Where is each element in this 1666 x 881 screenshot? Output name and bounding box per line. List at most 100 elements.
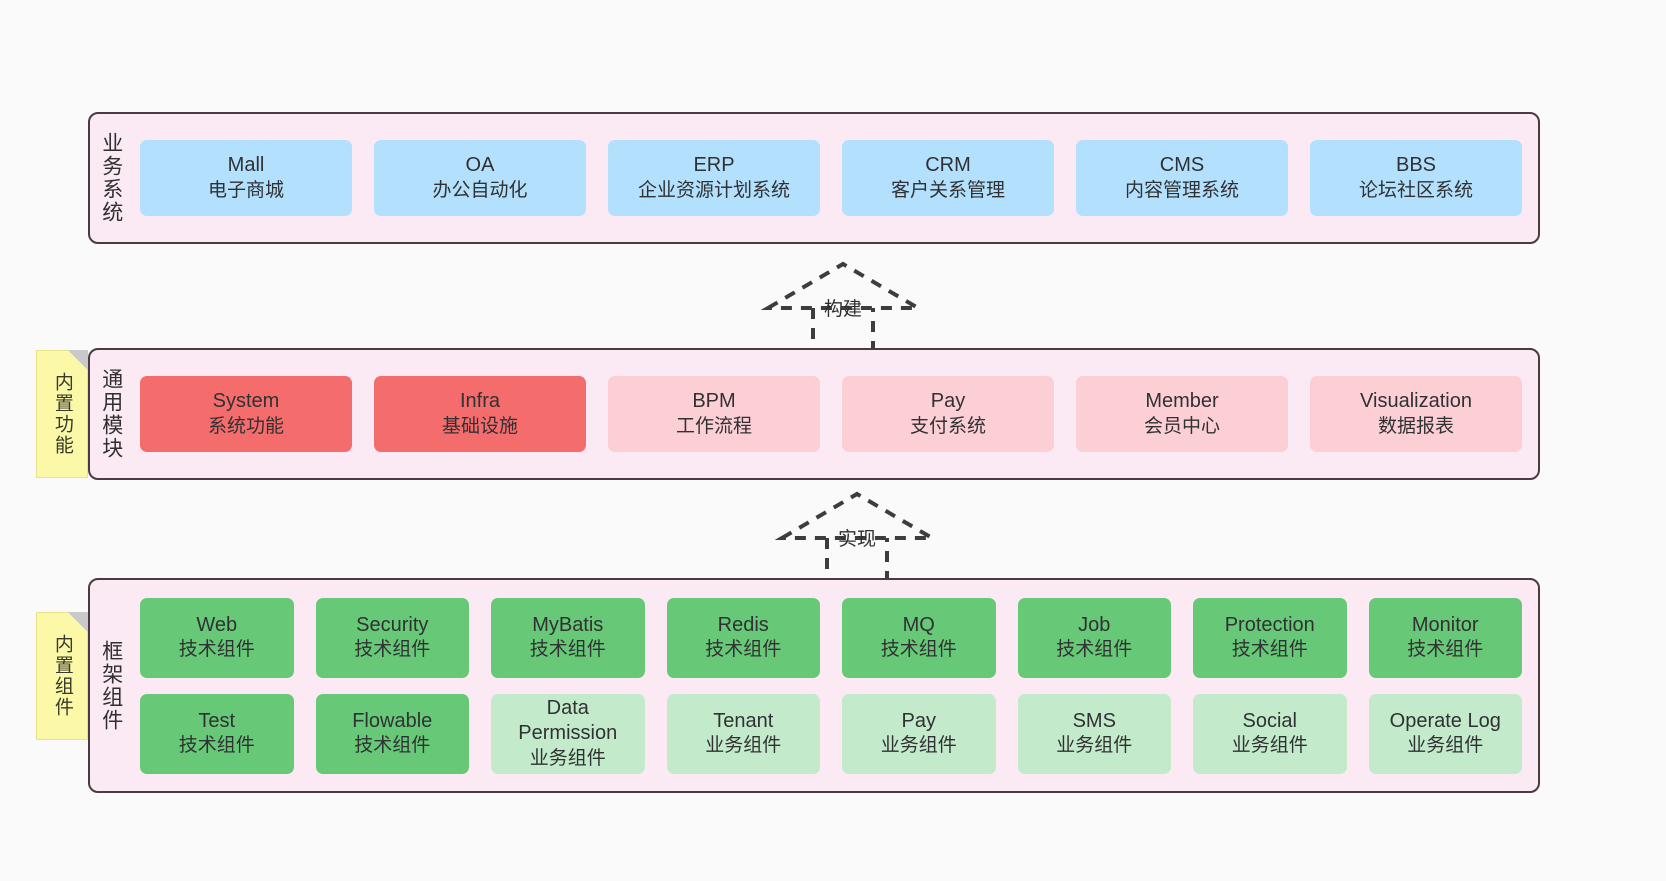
card-infra[interactable]: Infra 基础设施 [374, 376, 586, 452]
card-security[interactable]: Security 技术组件 [315, 597, 469, 678]
card-bpm[interactable]: BPM 工作流程 [608, 376, 820, 452]
card-bbs[interactable]: BBS 论坛社区系统 [1310, 140, 1522, 216]
card-crm[interactable]: CRM 客户关系管理 [842, 140, 1054, 216]
card-mall[interactable]: Mall 电子商城 [140, 140, 352, 216]
card-title: Data Permission [518, 696, 618, 745]
card-subtitle: 客户关系管理 [890, 179, 1005, 201]
layer-body-common-modules: System 系统功能 Infra 基础设施 BPM 工作流程 Pay 支付系统… [132, 350, 1538, 478]
card-subtitle: 办公自动化 [432, 179, 528, 201]
card-subtitle: 内容管理系统 [1124, 179, 1239, 201]
card-title: System [212, 390, 280, 413]
card-title: OA [465, 154, 495, 177]
card-subtitle: 基础设施 [441, 415, 518, 437]
card-title: MQ [902, 613, 935, 636]
layer-title-business-system: 业务系统 [99, 132, 123, 224]
card-title: Mall [227, 154, 265, 177]
card-title: BPM [692, 390, 736, 413]
card-system[interactable]: System 系统功能 [140, 376, 352, 452]
card-subtitle: 会员中心 [1143, 415, 1220, 437]
card-cms[interactable]: CMS 内容管理系统 [1076, 140, 1288, 216]
row-tech-components: Web 技术组件 Security 技术组件 MyBatis 技术组件 Redi… [140, 597, 1522, 678]
card-monitor[interactable]: Monitor 技术组件 [1368, 597, 1522, 678]
row-business-components: Test 技术组件 Flowable 技术组件 Data Permission … [140, 693, 1522, 774]
card-subtitle: 技术组件 [354, 639, 431, 661]
card-title: MyBatis [532, 613, 604, 636]
card-title: Security [356, 613, 429, 636]
layer-framework-components: 框架组件 Web 技术组件 Security 技术组件 MyBatis 技术组件… [88, 578, 1540, 793]
card-title: Flowable [352, 709, 433, 732]
card-protection[interactable]: Protection 技术组件 [1193, 597, 1347, 678]
card-subtitle: 业务组件 [529, 747, 606, 769]
layer-body-framework-components: Web 技术组件 Security 技术组件 MyBatis 技术组件 Redi… [132, 580, 1538, 791]
card-subtitle: 技术组件 [880, 639, 957, 661]
arrow-label-build: 构建 [823, 299, 863, 320]
card-subtitle: 电子商城 [207, 179, 284, 201]
sticky-note-builtin-function: 内置功能 [36, 350, 88, 478]
card-subtitle: 工作流程 [675, 415, 752, 437]
card-title: Test [198, 709, 236, 732]
row-business-systems: Mall 电子商城 OA 办公自动化 ERP 企业资源计划系统 CRM 客户关系… [140, 140, 1522, 216]
card-subtitle: 技术组件 [354, 735, 431, 757]
card-title: Member [1145, 390, 1219, 413]
layer-title-framework-components: 框架组件 [99, 639, 123, 732]
card-subtitle: 业务组件 [705, 735, 782, 757]
card-job[interactable]: Job 技术组件 [1017, 597, 1171, 678]
arrow-head-triangle-icon [760, 261, 926, 310]
layer-business-system: 业务系统 Mall 电子商城 OA 办公自动化 ERP 企业资源计划系统 CRM… [88, 112, 1540, 244]
card-title: SMS [1072, 709, 1116, 732]
card-subtitle: 技术组件 [705, 639, 782, 661]
arrow-build: 构建 [758, 258, 928, 353]
card-operate-log[interactable]: Operate Log 业务组件 [1368, 693, 1522, 774]
card-title: Job [1078, 613, 1111, 636]
card-subtitle: 业务组件 [880, 735, 957, 757]
sticky-note-builtin-component: 内置组件 [36, 612, 88, 740]
card-pay-component[interactable]: Pay 业务组件 [842, 693, 996, 774]
card-title: CRM [925, 154, 971, 177]
card-title: Infra [459, 390, 501, 413]
card-subtitle: 技术组件 [1407, 639, 1484, 661]
card-subtitle: 系统功能 [207, 415, 284, 437]
arrow-shaft-icon [811, 308, 875, 352]
card-tenant[interactable]: Tenant 业务组件 [666, 693, 820, 774]
card-sms[interactable]: SMS 业务组件 [1017, 693, 1171, 774]
card-web[interactable]: Web 技术组件 [140, 597, 294, 678]
card-subtitle: 技术组件 [1231, 639, 1308, 661]
card-pay-module[interactable]: Pay 支付系统 [842, 376, 1054, 452]
arrow-head-triangle-icon [774, 491, 940, 540]
card-title: Pay [930, 390, 966, 413]
card-subtitle: 业务组件 [1231, 735, 1308, 757]
card-subtitle: 业务组件 [1407, 735, 1484, 757]
card-visualization[interactable]: Visualization 数据报表 [1310, 376, 1522, 452]
card-title: CMS [1159, 154, 1205, 177]
card-title: Visualization [1360, 390, 1472, 413]
card-mybatis[interactable]: MyBatis 技术组件 [491, 597, 645, 678]
card-title: Protection [1224, 613, 1315, 636]
card-title: Redis [717, 613, 769, 636]
arrow-shaft-icon [825, 538, 889, 582]
row-common-modules: System 系统功能 Infra 基础设施 BPM 工作流程 Pay 支付系统… [140, 376, 1522, 452]
card-flowable[interactable]: Flowable 技术组件 [315, 693, 469, 774]
card-title: BBS [1395, 154, 1437, 177]
layer-title-common-modules: 通用模块 [99, 368, 123, 460]
card-erp[interactable]: ERP 企业资源计划系统 [608, 140, 820, 216]
card-title: Pay [901, 709, 936, 732]
arrow-implement: 实现 [772, 488, 942, 583]
card-subtitle: 技术组件 [178, 639, 255, 661]
card-title: Monitor [1411, 613, 1479, 636]
card-redis[interactable]: Redis 技术组件 [666, 597, 820, 678]
card-data-permission[interactable]: Data Permission 业务组件 [491, 693, 645, 774]
card-member[interactable]: Member 会员中心 [1076, 376, 1288, 452]
card-mq[interactable]: MQ 技术组件 [842, 597, 996, 678]
layer-common-modules: 通用模块 System 系统功能 Infra 基础设施 BPM 工作流程 Pay… [88, 348, 1540, 480]
card-subtitle: 技术组件 [1056, 639, 1133, 661]
card-subtitle: 支付系统 [909, 415, 986, 437]
card-subtitle: 企业资源计划系统 [637, 179, 790, 201]
card-title: Social [1242, 709, 1297, 732]
card-title: Tenant [713, 709, 774, 732]
card-oa[interactable]: OA 办公自动化 [374, 140, 586, 216]
card-social[interactable]: Social 业务组件 [1193, 693, 1347, 774]
card-test[interactable]: Test 技术组件 [140, 693, 294, 774]
arrow-label-implement: 实现 [837, 529, 877, 550]
card-title: Web [196, 613, 238, 636]
